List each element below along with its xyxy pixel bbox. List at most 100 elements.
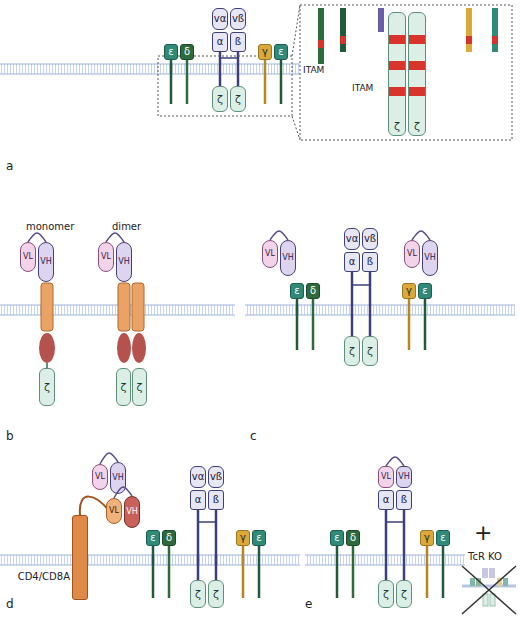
coreceptor-box: CD4/CD8A (72, 515, 88, 600)
itam-motif (466, 36, 472, 44)
domain-label: ε (278, 47, 283, 57)
chain-stalk (258, 546, 261, 598)
cell-membrane (0, 64, 300, 74)
itam-band (389, 87, 405, 96)
domain-label: ß (213, 495, 219, 505)
knockout-cross (462, 566, 516, 614)
domain-label: ζ (235, 94, 241, 105)
cd3-domain: γ (402, 283, 416, 299)
domain-label: VL (109, 507, 119, 515)
domain-label: δ (350, 533, 356, 543)
tcr-domain: α (344, 252, 360, 272)
domain-label: VH (282, 254, 294, 262)
tcr-domain: vß (208, 466, 224, 488)
chain-stalk (336, 546, 339, 598)
domain-label: ß (367, 257, 373, 267)
scfv-linker (28, 233, 46, 242)
domain-label: VH (118, 258, 130, 266)
domain-label: vα (214, 14, 227, 24)
chain-stalk (152, 546, 155, 598)
chain-stalk (385, 510, 388, 580)
domain-label: ζ (44, 382, 50, 393)
chain-stalk (442, 546, 445, 598)
domain-label: VH (398, 473, 410, 481)
membrane-edge (245, 315, 515, 316)
scfv-linker (270, 231, 288, 240)
scfv-domain: VL (20, 242, 36, 272)
membrane-edge (0, 74, 300, 75)
domain-label: ζ (121, 382, 127, 393)
zeta-chain: ζ (212, 86, 228, 112)
domain-label: α (217, 37, 224, 47)
membrane-edge (0, 64, 300, 65)
plus-sign: + (474, 522, 492, 544)
domain-label: α (195, 495, 202, 505)
scfv-domain: VH (110, 462, 126, 494)
domain-label: ε (168, 47, 173, 57)
tcr-domain: vß (362, 228, 378, 250)
chain-stalk (351, 272, 354, 336)
scfv-linker (114, 487, 132, 498)
chain-stalk (237, 52, 240, 86)
chain-stalk (352, 546, 355, 598)
zoom-line (292, 116, 300, 140)
cell-membrane (245, 305, 515, 315)
domain-label: ß (235, 37, 241, 47)
costim-domain (117, 333, 131, 363)
domain-label: ε (334, 533, 339, 543)
domain-label: VH (424, 254, 436, 262)
cd3-domain: γ (258, 44, 272, 60)
domain-label: VL (95, 473, 105, 481)
itam-motif (340, 36, 346, 44)
zoom-frame (158, 56, 292, 116)
tcr-domain: vα (212, 8, 228, 30)
scfv-domain: VL (92, 464, 108, 490)
cd3-domain: δ (180, 44, 194, 60)
chain-tail (318, 8, 324, 64)
domain-label: vß (232, 14, 244, 24)
zeta-chain: ζ (208, 580, 224, 608)
domain-label: vα (192, 472, 205, 482)
domain-label: ζ (414, 121, 420, 132)
scfv-linker (412, 231, 430, 240)
domain-label: γ (406, 286, 412, 296)
itam-motif (318, 40, 324, 48)
domain-label: vß (364, 234, 376, 244)
cd3-domain: ε (330, 530, 344, 546)
membrane-edge (245, 305, 515, 306)
hinge-transmembrane (41, 283, 53, 331)
scfv-linker (106, 233, 124, 242)
domain-label: ζ (213, 589, 219, 600)
inset-frame (300, 5, 512, 140)
cell-membrane (0, 555, 300, 565)
domain-label: VL (265, 250, 275, 258)
costim-domain (132, 333, 146, 363)
disulfide-bond (198, 521, 216, 523)
domain-label: α (383, 495, 390, 505)
domain-label: ε (440, 533, 445, 543)
cd3-domain: ε (252, 530, 266, 546)
chain-stalk (403, 510, 406, 580)
scfv-domain: VH (422, 240, 438, 276)
cd3-domain: ε (436, 530, 450, 546)
zeta-chain: ζ (388, 12, 406, 136)
cd3-domain: ε (146, 530, 160, 546)
zeta-chain: ζ (230, 86, 246, 112)
zeta-chain: ζ (344, 336, 360, 366)
chain-stalk (280, 60, 283, 104)
tcr-domain: α (190, 490, 206, 510)
domain-label: γ (262, 47, 268, 57)
zeta-chain: ζ (408, 12, 426, 136)
chain-stalk (312, 299, 315, 350)
cd3-domain: γ (420, 530, 434, 546)
chain-stalk (408, 299, 411, 350)
domain-label: ζ (349, 346, 355, 357)
domain-label: ζ (217, 94, 223, 105)
ko-tcr-icon (482, 568, 488, 578)
scfv-domain: VH (280, 240, 296, 276)
zeta-chain: ζ (39, 368, 55, 406)
membrane-edge (0, 555, 300, 556)
chain-stalk (170, 60, 173, 104)
construct-label: dimer (112, 222, 141, 232)
coreceptor-label: CD4/CD8A (18, 572, 70, 582)
